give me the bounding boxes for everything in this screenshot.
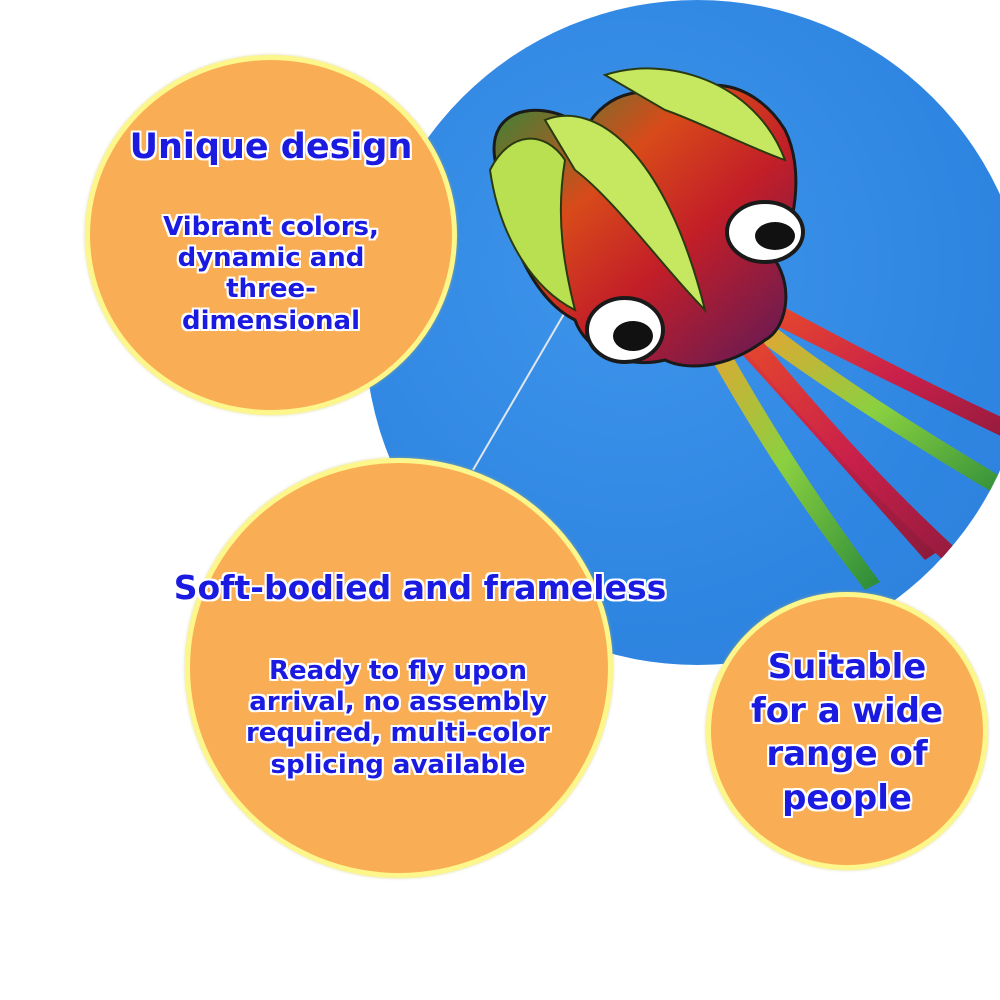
feature-bubble-unique-design <box>85 55 457 415</box>
feature-title-soft-bodied: Soft-bodied and frameless <box>173 568 667 607</box>
feature-title-unique-design: Unique design <box>129 127 413 167</box>
kite-tail <box>765 305 1000 436</box>
kite-illustration <box>472 67 1000 590</box>
kite-tail <box>695 325 880 590</box>
feature-desc-soft-bodied: Ready to fly upon arrival, no assembly r… <box>245 656 550 780</box>
feature-title-suitable: Suitable for a wide range of people <box>751 647 943 818</box>
feature-bubble-soft-bodied <box>185 458 613 878</box>
feature-desc-unique-design: Vibrant colors, dynamic and three-dimens… <box>163 212 379 336</box>
kite-tail <box>735 330 977 580</box>
kite-tail <box>745 315 1000 497</box>
feature-bubble-suitable <box>706 592 988 870</box>
